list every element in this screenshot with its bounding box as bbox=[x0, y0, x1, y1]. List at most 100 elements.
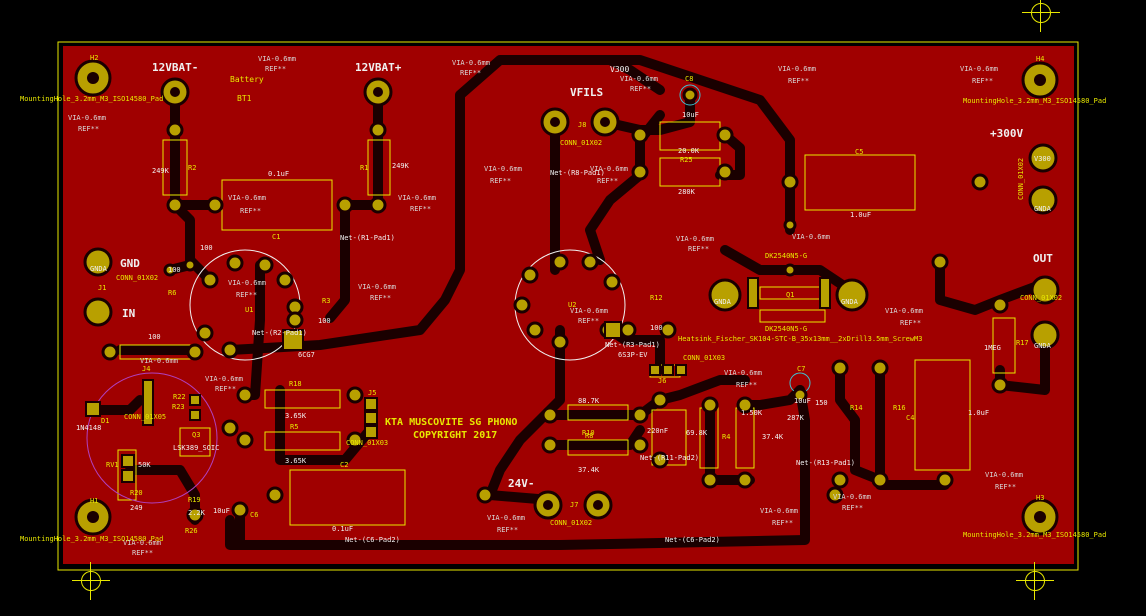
value-r1: 249K bbox=[392, 162, 409, 170]
label-c6: C6 bbox=[250, 511, 259, 519]
label-r4: R4 bbox=[722, 433, 731, 441]
value-c5: 1.0uF bbox=[850, 211, 872, 219]
label-r16: R16 bbox=[893, 404, 906, 412]
via-label-13: VIA-0.6mm bbox=[358, 283, 396, 291]
value-r19: 2.2K bbox=[188, 509, 205, 517]
via-label-20: VIA-0.6mm bbox=[833, 493, 871, 501]
value-r100-b: 100 bbox=[318, 317, 331, 325]
fiducial-marker-top-right bbox=[1022, 0, 1060, 32]
ref-label-1: REF** bbox=[265, 65, 287, 73]
label-r2: R2 bbox=[188, 164, 197, 172]
value-c2: 0.1uF bbox=[332, 525, 354, 533]
via-label-18: VIA-0.6mm bbox=[724, 369, 762, 377]
value-r2: 249K bbox=[152, 167, 169, 175]
label-c5: C5 bbox=[855, 148, 864, 156]
label-j8: J8 bbox=[578, 121, 587, 129]
conn-j5: CONN_01X03 bbox=[346, 439, 389, 447]
label-r19: R19 bbox=[188, 496, 201, 504]
ref-label-3: REF** bbox=[788, 77, 810, 85]
ref-label-4: REF** bbox=[972, 77, 994, 85]
label-in: IN bbox=[122, 307, 136, 320]
via-label-12: VIA-0.6mm bbox=[228, 279, 266, 287]
ref-label-18: REF** bbox=[736, 381, 758, 389]
ref-label-17: REF** bbox=[215, 385, 237, 393]
value-r11: 37.4K bbox=[762, 433, 784, 441]
ref-label-13: REF** bbox=[370, 294, 392, 302]
board-title: KTA MUSCOVITE SG PHONO bbox=[385, 417, 518, 428]
label-mounting-hole-tr: MountingHole_3.2mm_M3_ISO14580_Pad bbox=[963, 97, 1107, 105]
via-label-19: VIA-0.6mm bbox=[985, 471, 1023, 479]
ref-label-22: REF** bbox=[497, 526, 519, 534]
value-r100-d: 100 bbox=[200, 244, 213, 252]
label-r8: R8 bbox=[585, 432, 594, 440]
net-r2-pad1: Net-(R2-Pad1) bbox=[252, 329, 307, 337]
via-label-21: VIA-0.6mm bbox=[760, 507, 798, 515]
conn-j1: CONN_01X02 bbox=[116, 274, 159, 282]
value-r10: 88.7K bbox=[578, 397, 600, 405]
ref-label-19: REF** bbox=[995, 483, 1017, 491]
label-r18: R18 bbox=[289, 380, 302, 388]
label-r17: R17 bbox=[1016, 339, 1029, 347]
value-c6: 10uF bbox=[213, 507, 230, 515]
value-r8: 37.4K bbox=[578, 466, 600, 474]
pad-label-gnda-3: GNDA bbox=[714, 298, 731, 306]
value-q3: LSK389_SOIC bbox=[173, 444, 220, 452]
value-r100-c: 100 bbox=[650, 324, 663, 332]
fiducial-marker-bottom-right bbox=[1016, 562, 1054, 600]
label-battery: Battery bbox=[230, 75, 264, 84]
value-c8: 10uF bbox=[682, 111, 699, 119]
ref-label-10: REF** bbox=[688, 245, 710, 253]
value-r6: 69.8K bbox=[686, 429, 708, 437]
conn-j3: CONN_01X02 bbox=[1017, 157, 1025, 200]
pad-label-gnda-4: GNDA bbox=[841, 298, 858, 306]
label-r12: R12 bbox=[650, 294, 663, 302]
value-r17: 1MEG bbox=[984, 344, 1001, 352]
pad-label-gnda-5: GNDA bbox=[1034, 342, 1051, 350]
label-r26: R26 bbox=[185, 527, 198, 535]
label-mounting-hole-br: MountingHole_3.2mm_M3_ISO14580_Pad bbox=[963, 531, 1107, 539]
label-c1: C1 bbox=[272, 233, 281, 241]
net-c6-pad2-b: Net-(C6-Pad2) bbox=[665, 536, 720, 544]
ref-label-7: REF** bbox=[597, 177, 619, 185]
label-r1: R1 bbox=[360, 164, 369, 172]
label-r10: R10 bbox=[582, 429, 595, 437]
ref-label-6: REF** bbox=[490, 177, 512, 185]
label-c4: C4 bbox=[906, 414, 915, 422]
label-gnd: GND bbox=[120, 257, 140, 270]
label-j6: J6 bbox=[658, 377, 667, 385]
ref-label-9: REF** bbox=[410, 205, 432, 213]
traces bbox=[90, 55, 1050, 550]
net-r3-pad1: Net-(R3-Pad1) bbox=[605, 341, 660, 349]
board-outline bbox=[57, 41, 1079, 571]
via-label-6: VIA-0.6mm bbox=[484, 165, 522, 173]
via-label-7: VIA-0.6mm bbox=[590, 165, 628, 173]
via-label-16: VIA-0.6mm bbox=[140, 357, 178, 365]
ref-label-5: REF** bbox=[78, 125, 100, 133]
label-j1: J1 bbox=[98, 284, 107, 292]
label-j4: J4 bbox=[142, 365, 151, 373]
net-r11-pad2: Net-(R11-Pad2) bbox=[640, 454, 700, 462]
ref-label-23: REF** bbox=[132, 549, 154, 557]
label-h1: H1 bbox=[90, 497, 99, 505]
ref-label-14: REF** bbox=[578, 317, 600, 325]
via-label-4: VIA-0.6mm bbox=[960, 65, 998, 73]
via-label-11: VIA-0.6mm bbox=[792, 233, 830, 241]
ref-label-8: REF** bbox=[240, 207, 262, 215]
via-label-22: VIA-0.6mm bbox=[487, 514, 525, 522]
value-c3: 220nF bbox=[647, 427, 669, 435]
pads bbox=[74, 59, 1060, 536]
label-v300-top: V300 bbox=[610, 65, 630, 74]
value-r100-a: 100 bbox=[148, 333, 161, 341]
label-12vbat-plus: 12VBAT+ bbox=[355, 61, 402, 74]
value-u1: 6CG7 bbox=[298, 351, 315, 359]
net-r1-pad1: Net-(R1-Pad1) bbox=[340, 234, 395, 242]
label-u2: U2 bbox=[568, 301, 577, 309]
label-bt1: BT1 bbox=[237, 94, 252, 103]
label-out: OUT bbox=[1033, 252, 1053, 265]
label-heatsink: Heatsink_Fischer_SK104-STC-B_35x13mm__2x… bbox=[678, 335, 923, 343]
net-r13-pad1: Net-(R13-Pad1) bbox=[796, 459, 856, 467]
value-d1: 1N4148 bbox=[76, 424, 102, 432]
pad-label-gnda-1: GNDA bbox=[90, 265, 107, 273]
label-r20: R20 bbox=[130, 489, 143, 497]
